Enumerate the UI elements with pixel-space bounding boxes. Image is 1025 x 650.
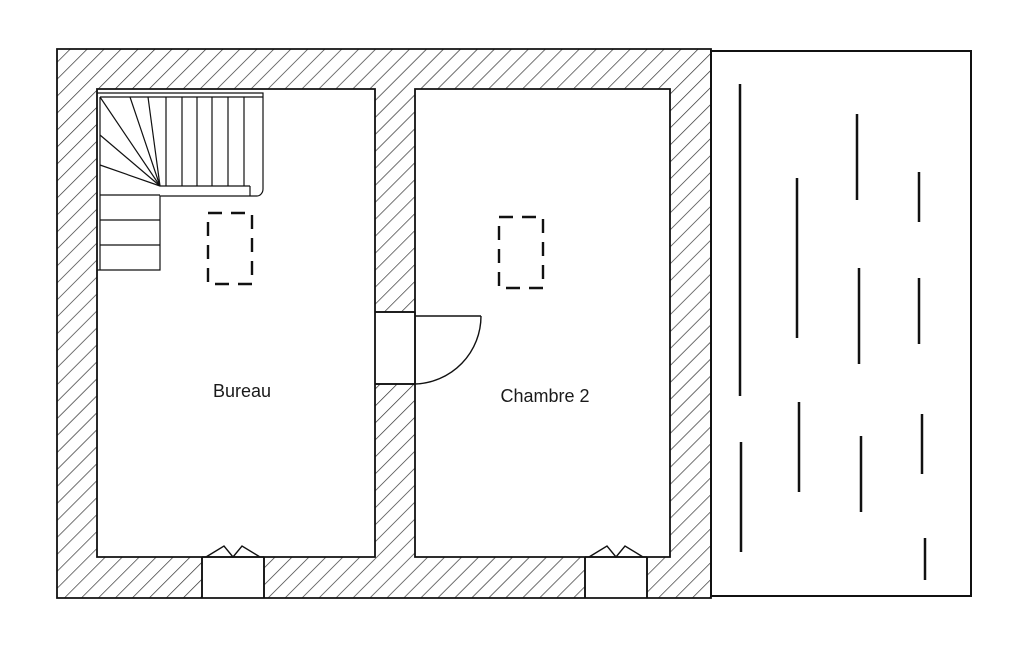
room-label-chambre-2: Chambre 2 — [500, 386, 589, 406]
window-bureau — [201, 545, 265, 598]
walls — [56, 48, 712, 599]
hatched-walls — [56, 48, 712, 599]
stair-outline — [97, 92, 264, 271]
room-label-bureau: Bureau — [213, 381, 271, 401]
interior-door — [375, 311, 482, 385]
terrace-outline — [710, 50, 972, 597]
terrace — [710, 50, 972, 597]
door-swing-arc — [414, 315, 482, 385]
deck-boards — [738, 84, 927, 580]
window-chambre-2 — [584, 545, 648, 598]
staircase — [97, 92, 264, 271]
fixture-chambre-2 — [497, 215, 545, 290]
fixture-bureau — [206, 211, 254, 286]
